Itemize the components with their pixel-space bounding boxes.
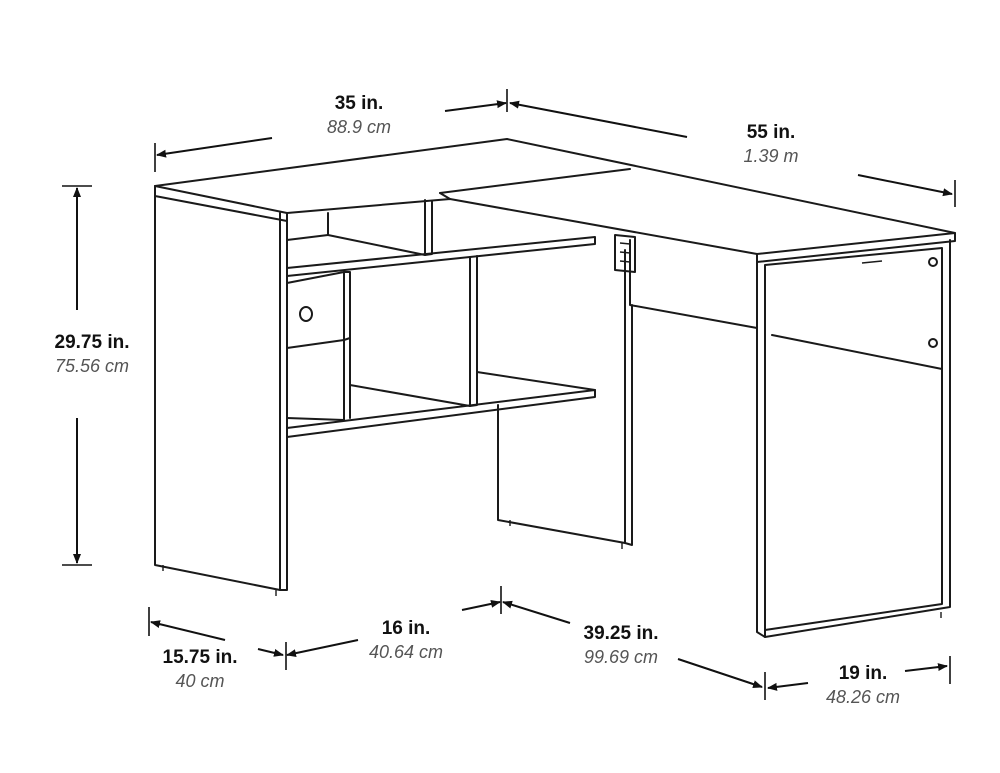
dim-left-depth-imperial: 15.75 in. xyxy=(162,647,238,668)
dim-label-height: 29.75 in. 75.56 cm xyxy=(55,331,130,377)
dim-right-depth-line-a xyxy=(767,682,809,691)
desktop-inner-edge xyxy=(439,168,631,194)
dim-label-right-depth: 19 in. 48.26 cm xyxy=(826,662,900,708)
upper-cubby xyxy=(286,212,329,241)
dim-shelf-imperial: 16 in. xyxy=(381,618,431,639)
dim-top-left-line-b xyxy=(444,100,507,112)
dim-top-left-imperial: 35 in. xyxy=(334,93,384,114)
dim-top-right-line-b xyxy=(857,174,953,197)
dim-top-left-metric: 88.9 cm xyxy=(326,116,392,137)
dim-shelf-line-a xyxy=(286,639,359,658)
dim-top-right-imperial: 55 in. xyxy=(746,122,796,143)
dim-shelf-line-b xyxy=(461,599,501,611)
dim-left-depth-metric: 40 cm xyxy=(175,670,225,691)
dim-height-imperial: 29.75 in. xyxy=(54,332,130,353)
dim-top-right-metric: 1.39 m xyxy=(743,145,799,166)
lower-shelf xyxy=(286,389,596,438)
desktop-front-edge-left xyxy=(154,185,288,214)
desktop-top xyxy=(154,138,956,263)
panel-screw-top xyxy=(928,257,938,267)
middle-support xyxy=(497,249,626,544)
dim-right-depth-line-b xyxy=(904,663,948,672)
dim-top-right-line-a xyxy=(509,100,688,138)
dim-height-metric: 75.56 cm xyxy=(54,355,130,376)
drawer xyxy=(286,271,345,349)
dim-top-left-line-a xyxy=(156,137,273,158)
desk xyxy=(154,138,956,638)
dim-label-left-depth: 15.75 in. 40 cm xyxy=(163,646,238,692)
dim-label-shelf: 16 in. 40.64 cm xyxy=(369,617,443,663)
dim-return-imperial: 39.25 in. xyxy=(583,623,659,644)
dim-return-metric: 99.69 cm xyxy=(583,646,659,667)
panel-screw-bottom xyxy=(928,338,938,348)
dim-return-line-a xyxy=(502,600,571,624)
drawer-knob xyxy=(299,306,313,322)
left-side-panel xyxy=(154,185,281,591)
dim-label-top-right: 55 in. 1.39 m xyxy=(743,121,798,167)
right-side-panel xyxy=(756,239,951,638)
dim-left-depth-line-b xyxy=(257,648,284,657)
dim-return-line-b xyxy=(677,658,763,688)
dim-right-depth-metric: 48.26 cm xyxy=(825,686,901,707)
dim-label-return: 39.25 in. 99.69 cm xyxy=(584,622,659,668)
dimension-lines xyxy=(62,89,956,700)
dim-shelf-metric: 40.64 cm xyxy=(368,641,444,662)
cable-grommet xyxy=(614,234,636,273)
dim-left-depth-line-a xyxy=(150,620,226,641)
middle-shelf xyxy=(286,236,596,277)
dim-right-depth-imperial: 19 in. xyxy=(838,663,888,684)
dim-label-top-left: 35 in. 88.9 cm xyxy=(327,92,391,138)
desktop-edge-right xyxy=(756,232,956,255)
return-apron xyxy=(629,239,758,329)
